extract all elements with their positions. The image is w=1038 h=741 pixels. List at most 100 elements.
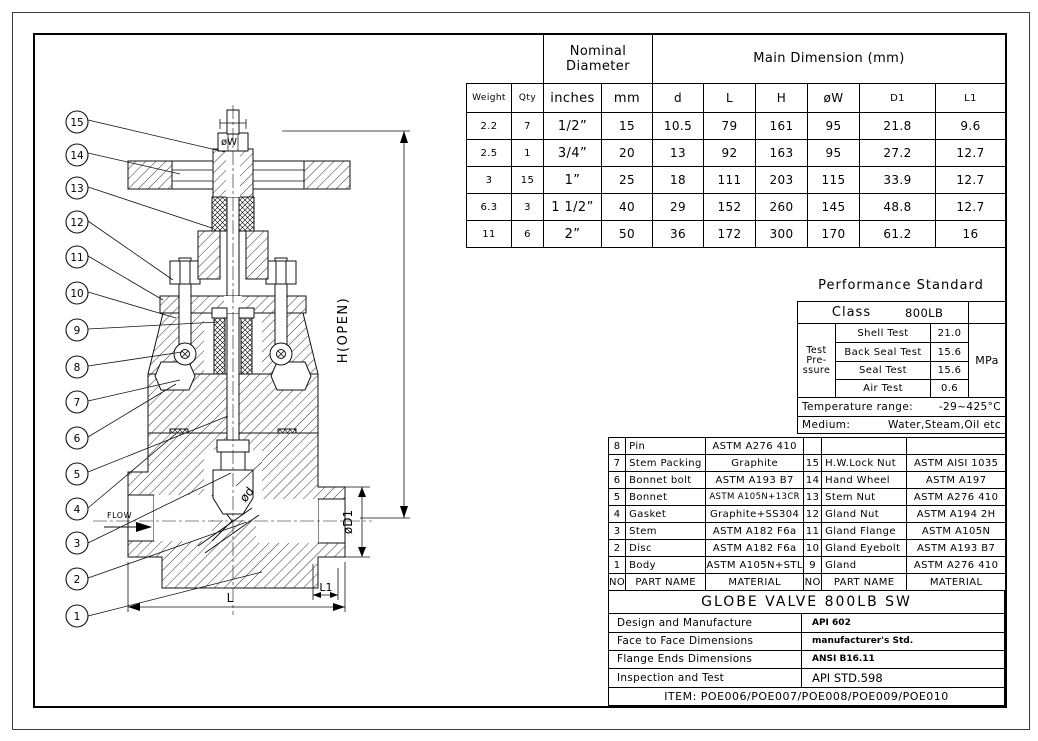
part-no: 9 [803, 556, 823, 574]
part-name: Body [625, 556, 707, 574]
part-name: Hand Wheel [821, 471, 908, 489]
blank-cell [466, 33, 544, 84]
part-material: ASTM A193 B7 [906, 539, 1007, 557]
class-row: Class 800LB [797, 301, 969, 324]
balloon-number: 10 [70, 288, 83, 300]
cell: 20 [601, 139, 653, 167]
part-material: ASTM A197 [906, 471, 1007, 489]
cell: 95 [807, 112, 860, 140]
tb-value: API STD.598 [802, 668, 1005, 688]
part-material: ASTM A105N+13CR [705, 488, 805, 506]
cell: 115 [807, 166, 860, 194]
dim-label-od1: øD1 [341, 510, 355, 534]
balloon-number: 14 [70, 150, 84, 162]
blank-cell [968, 301, 1006, 324]
test-value: 15.6 [930, 342, 969, 362]
gland-eyebolts [169, 257, 297, 366]
temperature-row: Temperature range: -29~425°C [797, 397, 1006, 417]
nominal-line2: Diameter [566, 58, 630, 74]
balloon-5 [65, 462, 89, 486]
flow-label: FLOW [107, 511, 132, 520]
blank-cell [821, 437, 908, 455]
cell: 36 [652, 220, 704, 248]
bonnet-bolt-right [270, 361, 312, 391]
test-value: 0.6 [930, 379, 969, 398]
part-no: 14 [803, 471, 823, 489]
cell: 79 [703, 112, 756, 140]
part-no: 6 [607, 471, 627, 489]
part-material: ASTM A276 410 [906, 488, 1007, 506]
dim-label-ow: øW [221, 137, 237, 148]
part-no: 3 [607, 522, 627, 540]
cell: 111 [703, 166, 756, 194]
title-block-row: Flange Ends Dimensions ANSI B16.11 [608, 650, 1005, 669]
balloon-number: 15 [70, 117, 83, 129]
balloon-number: 5 [74, 469, 81, 481]
part-material: Graphite+SS304 [705, 505, 805, 523]
cell: 1 1/2” [543, 193, 602, 221]
title-block-row: Design and Manufacture API 602 [608, 614, 1005, 633]
cell: 15 [511, 166, 544, 194]
nominal-line1: Nominal [569, 43, 627, 59]
part-no: 12 [803, 505, 823, 523]
cell: 12.7 [935, 166, 1006, 194]
part-name: Pin [625, 437, 707, 455]
cell: 1 [511, 139, 544, 167]
blank-cell [803, 437, 823, 455]
cell: 33.9 [859, 166, 936, 194]
part-material: ASTM A276 410 [705, 437, 805, 455]
tb-label: Face to Face Dimensions [608, 632, 802, 651]
col-header: Qty [511, 83, 544, 113]
cell: 260 [755, 193, 808, 221]
balloon-13 [65, 176, 89, 200]
header-material: MATERIAL [705, 573, 805, 591]
balloon-11 [65, 245, 89, 269]
part-no: 2 [607, 539, 627, 557]
cell: 170 [807, 220, 860, 248]
balloon-4 [65, 497, 89, 521]
balloon-number: 2 [74, 574, 81, 586]
col-header: øW [807, 83, 860, 113]
balloon-number: 12 [70, 217, 83, 229]
cell: 145 [807, 193, 860, 221]
cell: 1” [543, 166, 602, 194]
cell: 13 [652, 139, 704, 167]
col-header: inches [543, 83, 602, 113]
stem-nut [211, 196, 255, 232]
col-header: Weight [466, 83, 512, 113]
part-material: ASTM A105N [906, 522, 1007, 540]
cell: 92 [703, 139, 756, 167]
part-no: 4 [607, 505, 627, 523]
pressure-unit: MPa [968, 323, 1006, 398]
header-part-name: PART NAME [625, 573, 707, 591]
cell: 21.8 [859, 112, 936, 140]
cell: 40 [601, 193, 653, 221]
cell: 203 [755, 166, 808, 194]
cell: 1/2” [543, 112, 602, 140]
balloon-8 [65, 355, 89, 379]
left-socket-bore [127, 494, 155, 542]
header-part-name: PART NAME [821, 573, 908, 591]
cell: 172 [703, 220, 756, 248]
balloon-12 [65, 210, 89, 234]
dim-label-l1: L1 [319, 581, 332, 594]
tb-value: ANSI B16.11 [802, 650, 1005, 669]
balloon-number: 8 [74, 362, 81, 374]
balloon-number: 7 [74, 397, 81, 409]
cell: 25 [601, 166, 653, 194]
cell: 3 [466, 166, 512, 194]
balloon-14 [65, 143, 89, 167]
part-material: ASTM A182 F6a [705, 539, 805, 557]
cell: 61.2 [859, 220, 936, 248]
cell: 3/4” [543, 139, 602, 167]
balloon-number: 4 [74, 504, 81, 516]
tb-value: API 602 [802, 614, 1005, 633]
tb-label: Inspection and Test [608, 668, 802, 688]
medium-label: Medium: [802, 419, 851, 431]
cell: 152 [703, 193, 756, 221]
dim-label-l: L [227, 591, 234, 605]
main-dimension-header: Main Dimension (mm) [652, 33, 1006, 84]
balloon-number: 1 [74, 611, 81, 623]
